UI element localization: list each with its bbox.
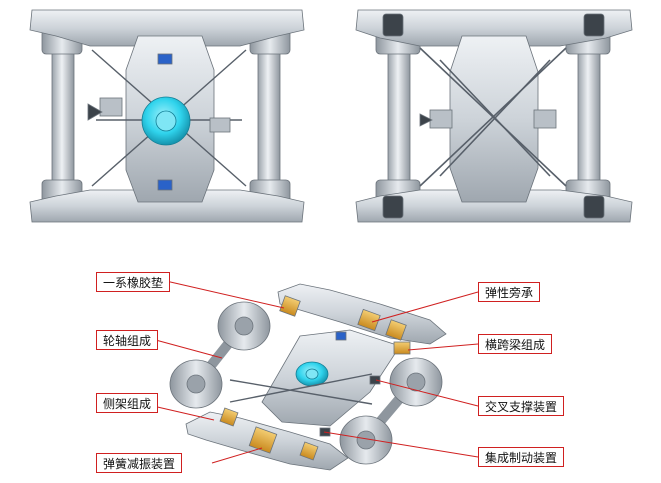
leader-lines [139,280,479,464]
top-side-bearing-lower [157,179,173,191]
top-side-frame-upper [29,9,305,47]
bottom-wheelset-left [375,29,421,211]
bottom-wheelset-right [565,29,611,211]
top-side-bearing-upper [157,53,173,65]
exp-cross-bracing [229,373,373,405]
bottom-view [355,9,633,223]
label-cross-bracing-device: 交叉支撑装置 [478,396,565,416]
exp-spring-front-2 [248,426,278,454]
exp-spring-front-3 [299,441,319,461]
exp-side-bearing [335,331,347,341]
exploded-view [169,283,447,471]
label-spring-damping-device: 弹簧减振装置 [96,453,183,473]
top-side-frame-lower [29,189,305,223]
exp-spring-back-2 [385,319,407,341]
exp-transom-block [393,341,411,355]
exp-center-pivot [295,361,329,387]
bottom-brake-gear [419,109,557,129]
bottom-side-frame-lower [355,189,633,223]
exp-wheelset-rear [169,301,271,409]
label-primary-rubber-pad: 一系橡胶垫 [96,272,171,292]
top-wheelset-right [249,29,291,211]
exp-spring-back-3 [357,308,381,332]
exp-bolster [261,329,401,427]
bottom-side-frame-upper [355,9,633,47]
bottom-axle-boxes [382,13,605,219]
label-wheelset-assembly: 轮轴组成 [96,330,159,350]
top-center-pivot [141,96,191,146]
top-view [29,9,305,223]
exp-spring-back-1 [279,295,301,317]
label-integrated-brake-device: 集成制动装置 [478,447,565,467]
label-transom-assembly: 横跨梁组成 [478,334,553,354]
top-wheelset-left [41,29,83,211]
label-side-frame-assembly: 侧架组成 [96,393,159,413]
label-elastic-side-bearing: 弹性旁承 [478,282,541,302]
bottom-cross-bracing [419,47,567,187]
top-brake-gear [87,97,231,133]
exp-spring-front-1 [219,407,239,427]
